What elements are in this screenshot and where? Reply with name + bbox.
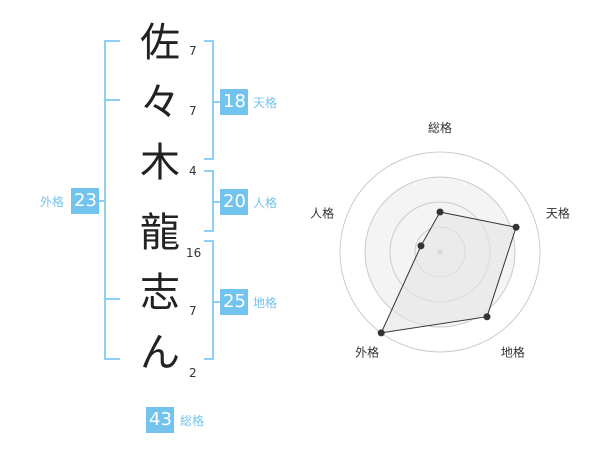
gaikaku-bracket-connector [96,200,104,202]
radar-data-area [380,211,517,334]
soukaku-value-badge: 43 [146,407,174,433]
tenkaku-label: 天格 [253,96,278,110]
radar-axis-label-人格: 人格 [310,206,334,221]
tenkaku-bracket-bottom [204,158,214,160]
jinkaku-value-badge: 20 [220,189,248,215]
radar-point-人格 [417,242,425,250]
name-char-4: 龍 [140,210,180,256]
name-char-5: 志 [140,270,180,316]
chikaku-bracket-connector [212,301,220,303]
radar-axis-label-総格: 総格 [428,120,452,135]
gaikaku-bracket-vertical [104,40,106,360]
jinkaku-bracket-bottom [204,230,214,232]
stroke-count-6: 2 [189,366,197,380]
radar-axis-label-天格: 天格 [546,206,570,221]
gaikaku-value-badge: 23 [71,188,99,214]
stroke-count-1: 7 [189,44,197,58]
stroke-count-5: 7 [189,304,197,318]
jinkaku-bracket-top [204,170,214,172]
chikaku-value-badge: 25 [220,289,248,315]
tenkaku-bracket-connector [212,101,220,103]
gaikaku-bracket-mid1 [104,99,120,101]
radar-point-天格 [512,223,520,231]
chikaku-bracket-bottom [204,358,214,360]
tenkaku-value-badge: 18 [220,89,248,115]
jinkaku-label: 人格 [253,196,278,210]
jinkaku-bracket-connector [212,201,220,203]
chikaku-bracket-top [204,240,214,242]
tenkaku-bracket-top [204,40,214,42]
gaikaku-bracket-top [104,40,120,42]
gaikaku-bracket-bottom [104,358,120,360]
chikaku-label: 地格 [253,296,278,310]
radar-point-地格 [483,313,491,321]
tenkaku-bracket-vertical [212,40,214,160]
chikaku-bracket-vertical [212,240,214,360]
radar-axis-label-地格: 地格 [501,344,525,359]
soukaku-label: 総格 [180,414,205,428]
radar-data-points [377,208,520,337]
name-char-6: ん [140,330,180,376]
stroke-count-4: 16 [186,246,202,260]
radar-point-総格 [436,208,444,216]
name-char-1: 佐 [140,20,180,66]
gaikaku-bracket-mid2 [104,298,120,300]
radar-axis-label-外格: 外格 [355,344,379,359]
gaikaku-label: 外格 [40,195,65,209]
stroke-count-2: 7 [189,104,197,118]
radar-point-外格 [377,329,385,337]
name-char-2: 々 [140,80,180,126]
stroke-count-3: 4 [189,164,197,178]
name-char-3: 木 [140,140,180,186]
